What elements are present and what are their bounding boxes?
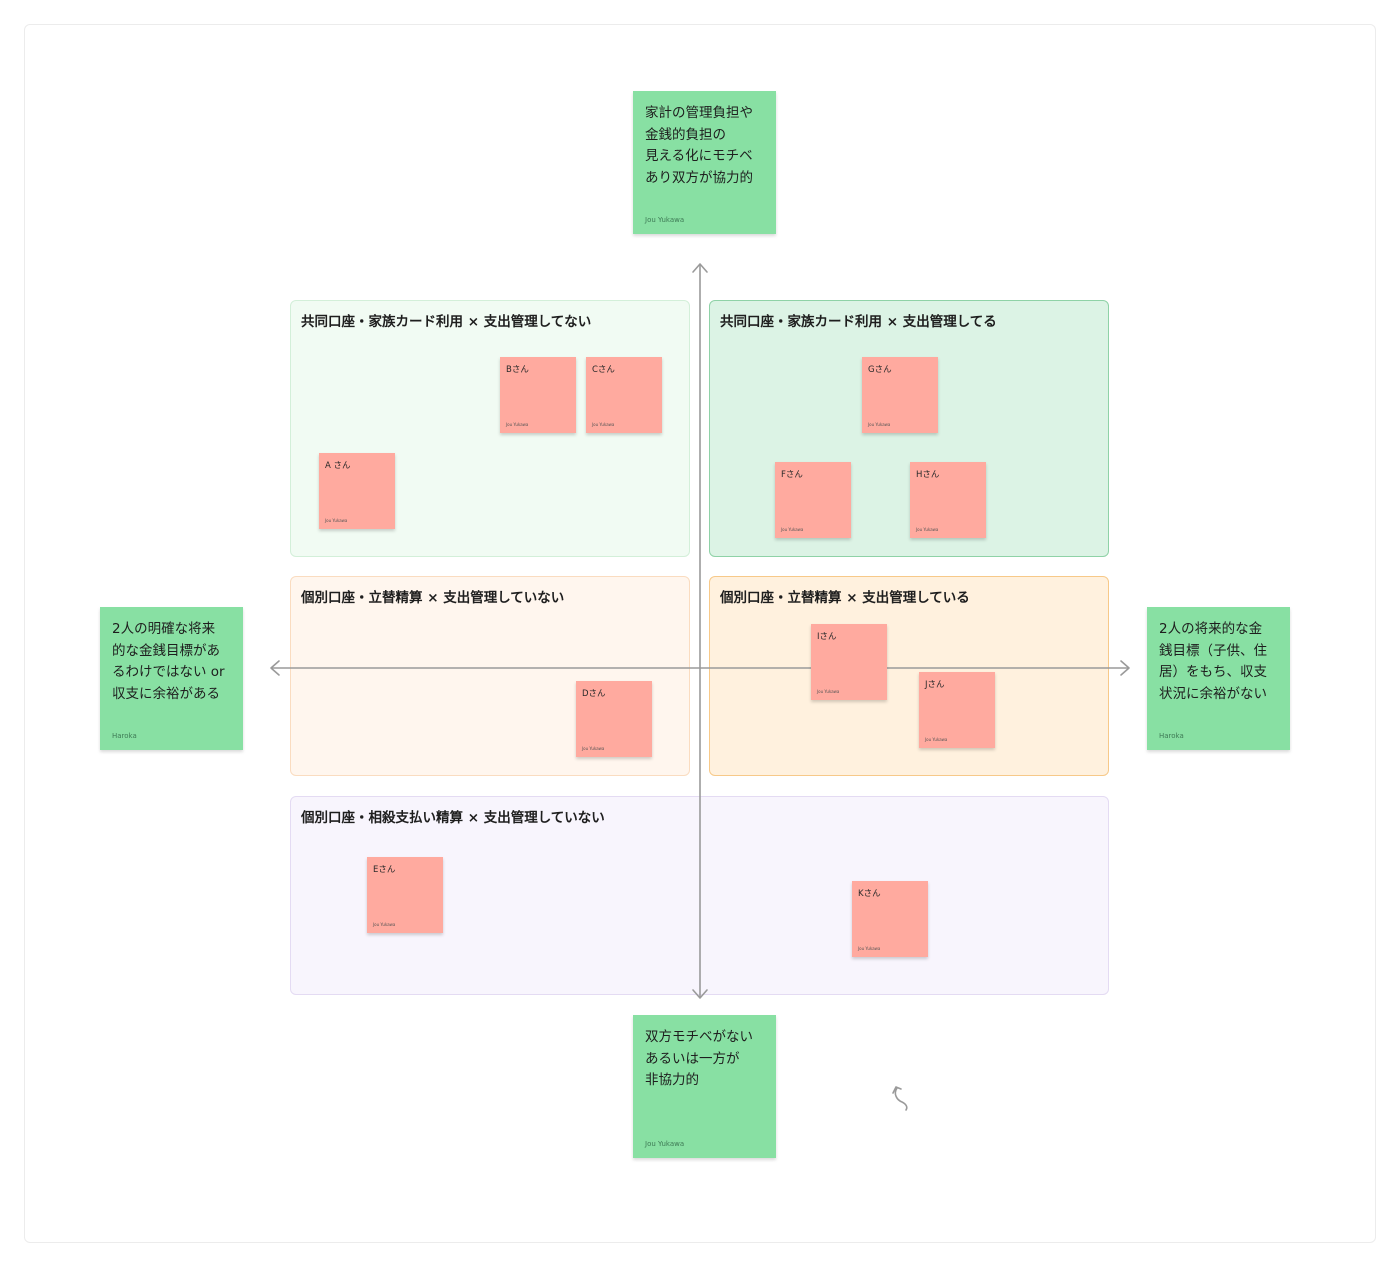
freehand-stroke bbox=[894, 1087, 908, 1111]
axis-note-right[interactable]: 2人の将来的な金銭目標（子供、住居）をもち、収支状況に余裕がない Haroka bbox=[1147, 607, 1290, 750]
sticky-note-d[interactable]: Dさん Jou Yukawa bbox=[576, 681, 652, 757]
sticky-note-e[interactable]: Eさん Jou Yukawa bbox=[367, 857, 443, 933]
sticky-author: Jou Yukawa bbox=[373, 922, 396, 927]
sticky-author: Jou Yukawa bbox=[592, 422, 615, 427]
sticky-label: Jさん bbox=[925, 680, 945, 690]
sticky-note-c[interactable]: Cさん Jou Yukawa bbox=[586, 357, 662, 433]
sticky-author: Jou Yukawa bbox=[645, 1140, 685, 1148]
sticky-label: Iさん bbox=[817, 632, 837, 642]
axis-note-top[interactable]: 家計の管理負担や金銭的負担の見える化にモチベあり双方が協力的 Jou Yukaw… bbox=[633, 91, 776, 234]
sticky-author: Haroka bbox=[112, 732, 137, 740]
sticky-note-b[interactable]: Bさん Jou Yukawa bbox=[500, 357, 576, 433]
sticky-note-h[interactable]: Hさん Jou Yukawa bbox=[910, 462, 986, 538]
sticky-author: Jou Yukawa bbox=[925, 737, 948, 742]
sticky-note-k[interactable]: Kさん Jou Yukawa bbox=[852, 881, 928, 957]
sticky-author: Jou Yukawa bbox=[916, 527, 939, 532]
sticky-label: Gさん bbox=[868, 365, 892, 375]
sticky-note-j[interactable]: Jさん Jou Yukawa bbox=[919, 672, 995, 748]
region-separate-reimburse-managed[interactable]: 個別口座・立替精算 × 支出管理している bbox=[709, 576, 1109, 776]
sticky-author: Jou Yukawa bbox=[506, 422, 529, 427]
axis-note-text: 双方モチベがないあるいは一方が非協力的 bbox=[645, 1029, 753, 1088]
sticky-note-g[interactable]: Gさん Jou Yukawa bbox=[862, 357, 938, 433]
arrow-down-icon bbox=[692, 989, 708, 999]
sticky-label: Eさん bbox=[373, 865, 396, 875]
sticky-author: Jou Yukawa bbox=[781, 527, 804, 532]
axis-note-text: 2人の将来的な金銭目標（子供、住居）をもち、収支状況に余裕がない bbox=[1159, 621, 1267, 702]
region-title: 共同口座・家族カード利用 × 支出管理してる bbox=[720, 314, 997, 330]
sticky-label: A さん bbox=[325, 461, 351, 471]
axis-note-bottom[interactable]: 双方モチベがないあるいは一方が非協力的 Jou Yukawa bbox=[633, 1015, 776, 1158]
freehand-arrowhead bbox=[892, 1086, 902, 1094]
sticky-label: Bさん bbox=[506, 365, 529, 375]
sticky-label: Dさん bbox=[582, 689, 606, 699]
region-title: 共同口座・家族カード利用 × 支出管理してない bbox=[301, 314, 592, 330]
sticky-note-a[interactable]: A さん Jou Yukawa bbox=[319, 453, 395, 529]
sticky-author: Jou Yukawa bbox=[868, 422, 891, 427]
sticky-label: Kさん bbox=[858, 889, 881, 899]
sticky-author: Jou Yukawa bbox=[582, 746, 605, 751]
region-title: 個別口座・立替精算 × 支出管理している bbox=[720, 590, 970, 606]
sticky-author: Jou Yukawa bbox=[858, 946, 881, 951]
arrow-up-icon bbox=[692, 263, 708, 273]
arrow-left-icon bbox=[270, 660, 280, 676]
sticky-label: Hさん bbox=[916, 470, 940, 480]
sticky-label: Fさん bbox=[781, 470, 803, 480]
sticky-author: Jou Yukawa bbox=[645, 216, 685, 224]
sticky-author: Jou Yukawa bbox=[817, 689, 840, 694]
region-title: 個別口座・立替精算 × 支出管理していない bbox=[301, 590, 565, 606]
axis-note-text: 家計の管理負担や金銭的負担の見える化にモチベあり双方が協力的 bbox=[645, 105, 753, 186]
sticky-note-f[interactable]: Fさん Jou Yukawa bbox=[775, 462, 851, 538]
region-title: 個別口座・相殺支払い精算 × 支出管理していない bbox=[301, 810, 605, 826]
sticky-label: Cさん bbox=[592, 365, 615, 375]
arrow-right-icon bbox=[1120, 660, 1130, 676]
sticky-note-i[interactable]: Iさん Jou Yukawa bbox=[811, 624, 887, 700]
sticky-author: Jou Yukawa bbox=[325, 518, 348, 523]
sticky-author: Haroka bbox=[1159, 732, 1184, 740]
